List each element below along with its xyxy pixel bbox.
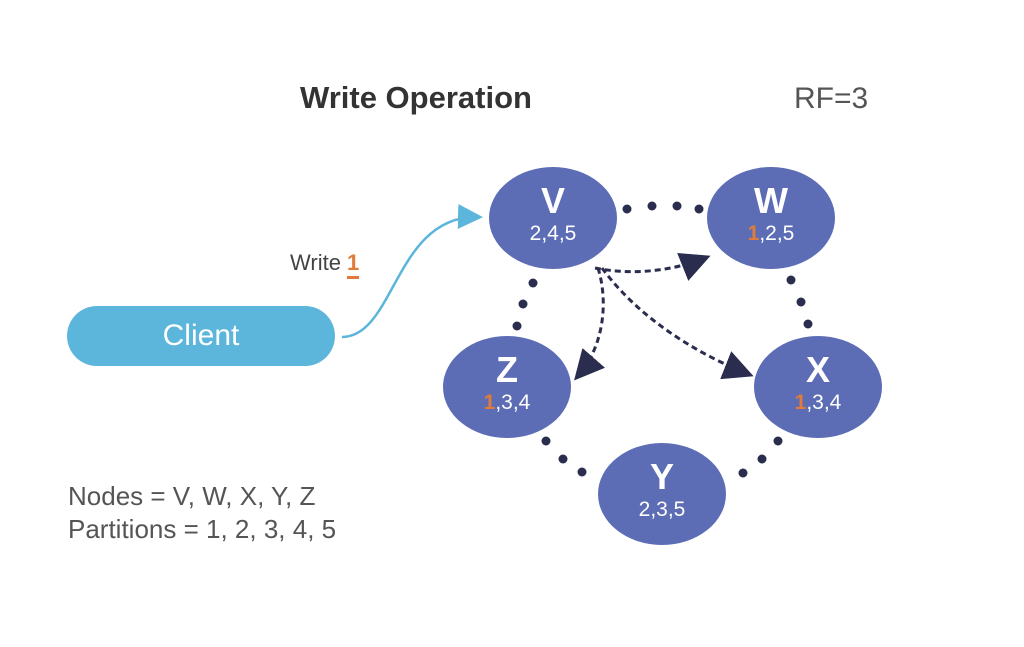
ring-dot: [577, 467, 587, 477]
node-partitions: 2,3,5: [638, 498, 686, 521]
ring-dot: [518, 299, 528, 309]
node-id: Z: [496, 349, 518, 390]
legend: Nodes = V, W, X, Y, Z Partitions = 1, 2,…: [68, 480, 336, 546]
node-highlight-partition: 1: [483, 391, 496, 414]
node-highlight-partition: 1: [747, 222, 760, 245]
node-v: V 2,4,5: [489, 167, 617, 269]
ring-dot: [738, 468, 748, 478]
node-id: X: [805, 349, 830, 390]
node-id: W: [754, 180, 788, 221]
node-id: Y: [649, 456, 674, 497]
ring-dot: [796, 297, 806, 307]
node-z: Z 1,3,4: [443, 336, 571, 438]
ring-dot: [757, 454, 767, 464]
ring-dot: [773, 436, 783, 446]
legend-partitions: Partitions = 1, 2, 3, 4, 5: [68, 514, 337, 544]
ring-dot: [786, 275, 796, 285]
node-partitions: 2,4,5: [529, 222, 577, 245]
ring-dot: [512, 321, 522, 331]
replication-factor: RF=3: [794, 82, 869, 115]
node-highlight-partition: 1: [794, 391, 807, 414]
replication-arrow-x: [600, 267, 754, 380]
client-label: Client: [162, 319, 240, 352]
write-partition: 1: [346, 250, 360, 279]
replication-arrow-z: [574, 267, 606, 381]
node-partitions: ,3,4: [806, 391, 842, 414]
legend-nodes: Nodes = V, W, X, Y, Z: [68, 481, 316, 511]
client-node: Client: [67, 306, 335, 366]
node-partitions: ,2,5: [759, 222, 795, 245]
ring-dot: [528, 278, 538, 288]
node-w: W 1,2,5: [707, 167, 835, 269]
node-partitions: ,3,4: [495, 391, 531, 414]
ring-dot: [541, 436, 551, 446]
node-y: Y 2,3,5: [598, 443, 726, 545]
ring-dot: [647, 201, 657, 211]
ring-dot: [558, 454, 568, 464]
ring-dot: [622, 204, 632, 214]
write-prefix: Write: [290, 250, 341, 275]
diagram-title: Write Operation: [300, 80, 532, 115]
node-id: V: [540, 180, 565, 221]
ring-dot: [672, 201, 682, 211]
node-x: X 1,3,4: [754, 336, 882, 438]
ring-dot: [803, 319, 813, 329]
write-arrow: [341, 204, 483, 339]
replication-arrow-w: [594, 252, 711, 281]
ring-dot: [694, 204, 704, 214]
ring-dots: [512, 201, 813, 478]
